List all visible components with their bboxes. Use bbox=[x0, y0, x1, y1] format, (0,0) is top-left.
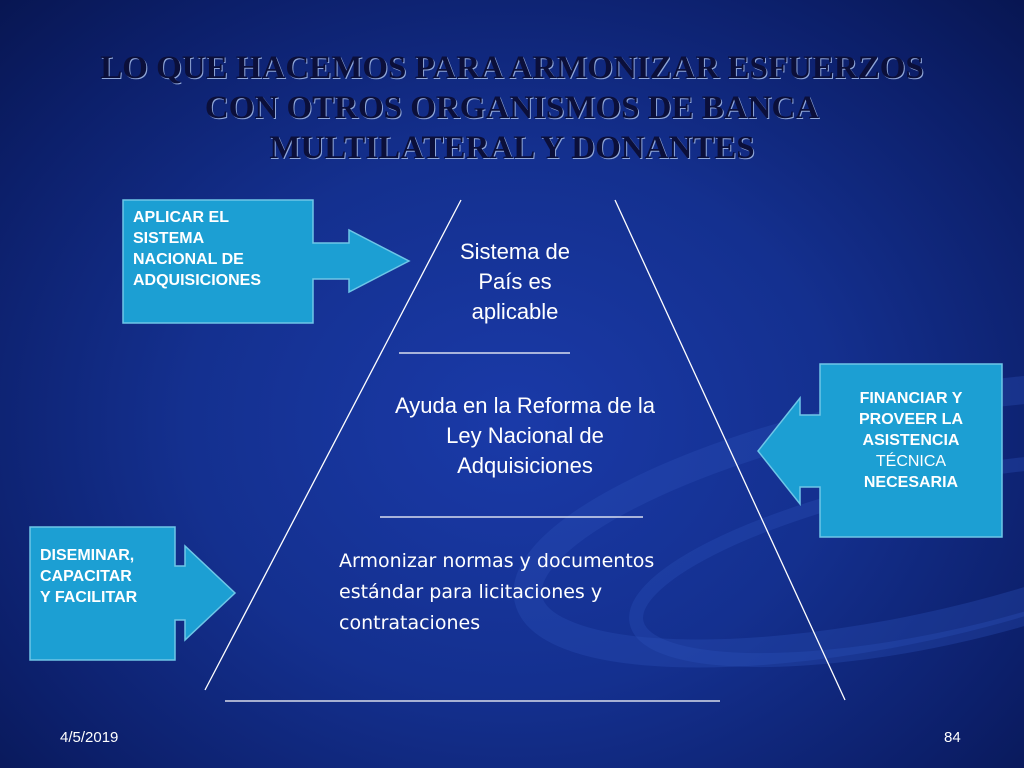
slide-title: LO QUE HACEMOS PARA ARMONIZAR ESFUERZOS … bbox=[40, 48, 984, 168]
callout-line: Y FACILITAR bbox=[40, 589, 138, 606]
pyramid-level-bottom: Armonizar normas y documentos estándar p… bbox=[339, 546, 739, 639]
slide-page-number: 84 bbox=[944, 729, 961, 746]
pyramid-right-edge bbox=[614, 199, 846, 701]
level-line: Sistema de bbox=[459, 239, 571, 264]
title-line-1: LO QUE HACEMOS PARA ARMONIZAR ESFUERZOS bbox=[100, 50, 924, 86]
pyramid-level-top: Sistema de País es aplicable bbox=[415, 237, 615, 327]
callout-line: DISEMINAR, bbox=[40, 547, 135, 564]
callout-finance-technical-assistance: FINANCIAR Y PROVEER LA ASISTENCIA TÉCNIC… bbox=[822, 388, 1000, 493]
callout-line: SISTEMA bbox=[133, 230, 205, 247]
callout-bottom-left-arrow bbox=[29, 526, 237, 661]
callout-apply-national-system: APLICAR EL SISTEMA NACIONAL DE ADQUISICI… bbox=[133, 207, 261, 291]
callout-line: NACIONAL DE bbox=[133, 251, 244, 268]
title-line-2: CON OTROS ORGANISMOS DE BANCA bbox=[204, 90, 820, 126]
title-line-3: MULTILATERAL Y DONANTES bbox=[269, 130, 755, 166]
callout-right-arrow bbox=[757, 363, 1003, 538]
callout-disseminate-train: DISEMINAR, CAPACITAR Y FACILITAR bbox=[40, 545, 137, 608]
pyramid-level-middle: Ayuda en la Reforma de la Ley Nacional d… bbox=[345, 391, 705, 481]
callout-line: NECESARIA bbox=[863, 474, 959, 491]
callout-line: PROVEER LA bbox=[858, 411, 963, 428]
callout-line: APLICAR EL bbox=[133, 209, 229, 226]
slide-date: 4/5/2019 bbox=[60, 729, 119, 746]
level-line: aplicable bbox=[471, 299, 559, 324]
level-line: Ley Nacional de bbox=[446, 423, 604, 448]
level-line: País es bbox=[478, 269, 552, 294]
callout-line: ASISTENCIA bbox=[862, 432, 960, 449]
level-line: contrataciones bbox=[339, 612, 481, 634]
callout-line: ADQUISICIONES bbox=[133, 272, 262, 289]
level-line: Armonizar normas y documentos bbox=[339, 550, 655, 572]
level-line: Adquisiciones bbox=[457, 453, 593, 478]
callout-line: CAPACITAR bbox=[40, 568, 132, 585]
level-line: estándar para licitaciones y bbox=[339, 581, 603, 603]
callout-line: TÉCNICA bbox=[875, 453, 947, 470]
callout-top-left-arrow bbox=[122, 199, 411, 324]
pyramid-left-edge bbox=[204, 199, 462, 691]
callout-line: FINANCIAR Y bbox=[859, 390, 963, 407]
level-line: Ayuda en la Reforma de la bbox=[394, 393, 656, 418]
